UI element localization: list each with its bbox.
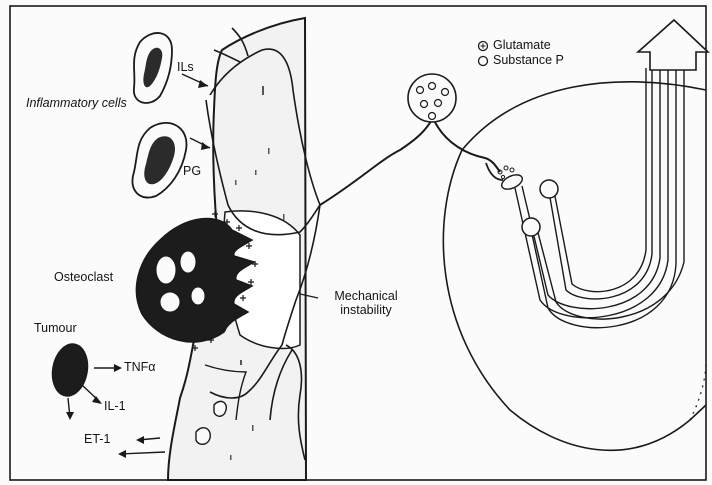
glutamate-legend-plus: [481, 44, 486, 49]
label-et1: ET-1: [84, 432, 110, 446]
label-mechanical-instability: Mechanical instability: [322, 289, 410, 318]
label-tnf-alpha: TNFα: [124, 360, 156, 374]
afferent-axon: [320, 118, 433, 205]
dorsal-horn-neuron-1: [540, 180, 558, 198]
label-inflammatory-cells: Inflammatory cells: [26, 96, 110, 110]
tumour-cell: [49, 341, 92, 398]
small-cell-1: [214, 401, 226, 416]
small-cell-2: [196, 428, 210, 445]
legend-glutamate-label: Glutamate: [493, 38, 551, 52]
inflammatory-cell-ils: [134, 33, 172, 103]
spinal-cord-outline: [443, 150, 706, 450]
dorsal-horn-neuron-2: [522, 218, 540, 236]
spinal-cord-outline-top: [462, 82, 706, 150]
label-osteoclast: Osteoclast: [54, 270, 113, 284]
label-tumour: Tumour: [34, 321, 77, 335]
drg-neuron: [408, 74, 456, 122]
inflammatory-cell-pg: [132, 123, 186, 198]
label-ils: ILs: [177, 60, 194, 74]
substance-p-legend-icon: [479, 57, 488, 66]
label-pg: PG: [183, 164, 201, 178]
spinal-cord-dots: [690, 360, 706, 420]
legend-substance-p-label: Substance P: [493, 53, 564, 67]
ascending-arrow-icon: [638, 20, 708, 70]
ascending-pathway: [515, 68, 684, 328]
label-il1: IL-1: [104, 399, 126, 413]
